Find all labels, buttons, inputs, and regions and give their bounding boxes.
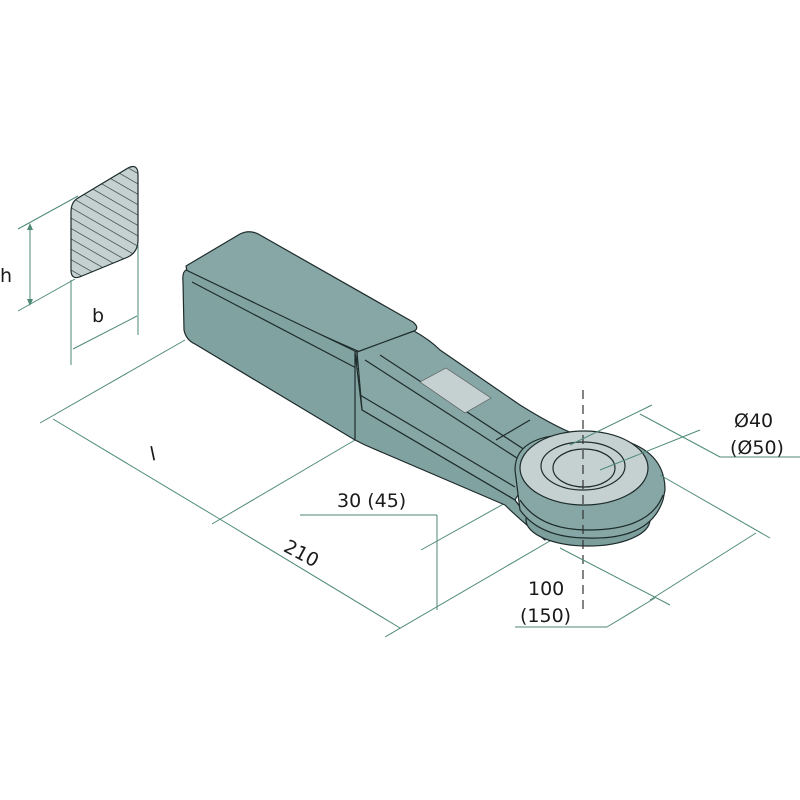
length-label: l [148,443,158,466]
210-dimension [217,517,556,638]
width-label: b [92,305,104,327]
height-dimension [17,195,79,312]
bore-label: Ø40 [734,410,773,432]
eye-width-label: 100 [528,578,564,600]
210-label: 210 [280,536,322,572]
offset-label: 30 (45) [337,490,406,512]
eye-width-alt-label: (150) [520,605,571,627]
length-dimension [39,339,356,525]
width-dimension [70,245,139,365]
bore-dimension [569,404,800,471]
cross-section-hatch [70,165,139,279]
bore-alt-label: (Ø50) [730,437,784,459]
towing-eye-part [182,231,666,547]
offset-dimension [300,491,526,610]
eye-width-dimension [515,474,771,628]
height-label: h [0,265,12,287]
